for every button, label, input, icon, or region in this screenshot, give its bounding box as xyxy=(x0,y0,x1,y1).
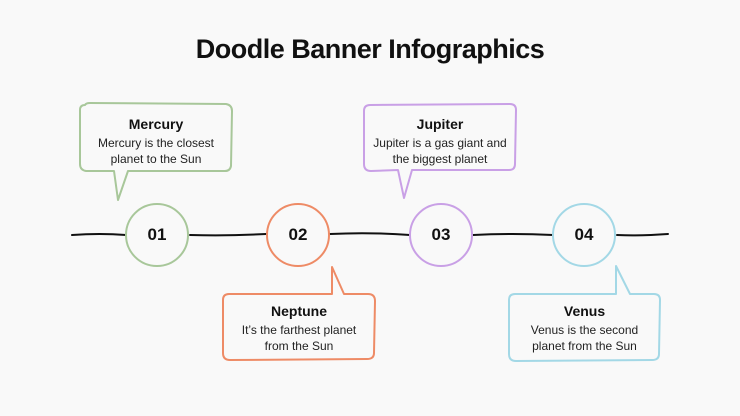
timeline-line xyxy=(71,232,669,237)
step-number-2: 02 xyxy=(288,225,308,244)
callout-heading: Jupiter xyxy=(416,116,464,132)
callout-bubble-jupiter xyxy=(363,103,517,199)
callout-mercury: Mercury Mercury is the closest planet to… xyxy=(80,116,232,167)
page-title: Doodle Banner Infographics xyxy=(195,34,545,64)
callout-text: Venus is the second planet from the Sun xyxy=(530,323,639,353)
callout-venus: Venus Venus is the second planet from th… xyxy=(509,303,660,354)
callout-heading: Neptune xyxy=(271,303,327,319)
callout-text: Mercury is the closest planet to the Sun xyxy=(97,136,215,166)
callout-bubble-neptune xyxy=(222,266,376,361)
step-circle-1 xyxy=(125,203,189,267)
step-number-3: 03 xyxy=(431,225,451,244)
step-circle-3 xyxy=(409,203,473,267)
callout-neptune: Neptune It’s the farthest planet from th… xyxy=(223,303,375,354)
callout-bubble-venus xyxy=(508,265,661,362)
step-number-1: 01 xyxy=(147,225,167,244)
callout-jupiter: Jupiter Jupiter is a gas giant and the b… xyxy=(364,116,516,167)
step-number-4: 04 xyxy=(574,225,594,244)
step-circle-2 xyxy=(266,203,330,267)
callout-heading: Venus xyxy=(563,303,606,319)
callout-bubble-mercury xyxy=(79,102,233,201)
callout-text: It’s the farthest planet from the Sun xyxy=(241,323,357,353)
step-circle-4 xyxy=(552,203,616,267)
callout-text: Jupiter is a gas giant and the biggest p… xyxy=(373,136,507,166)
callout-heading: Mercury xyxy=(128,116,184,132)
